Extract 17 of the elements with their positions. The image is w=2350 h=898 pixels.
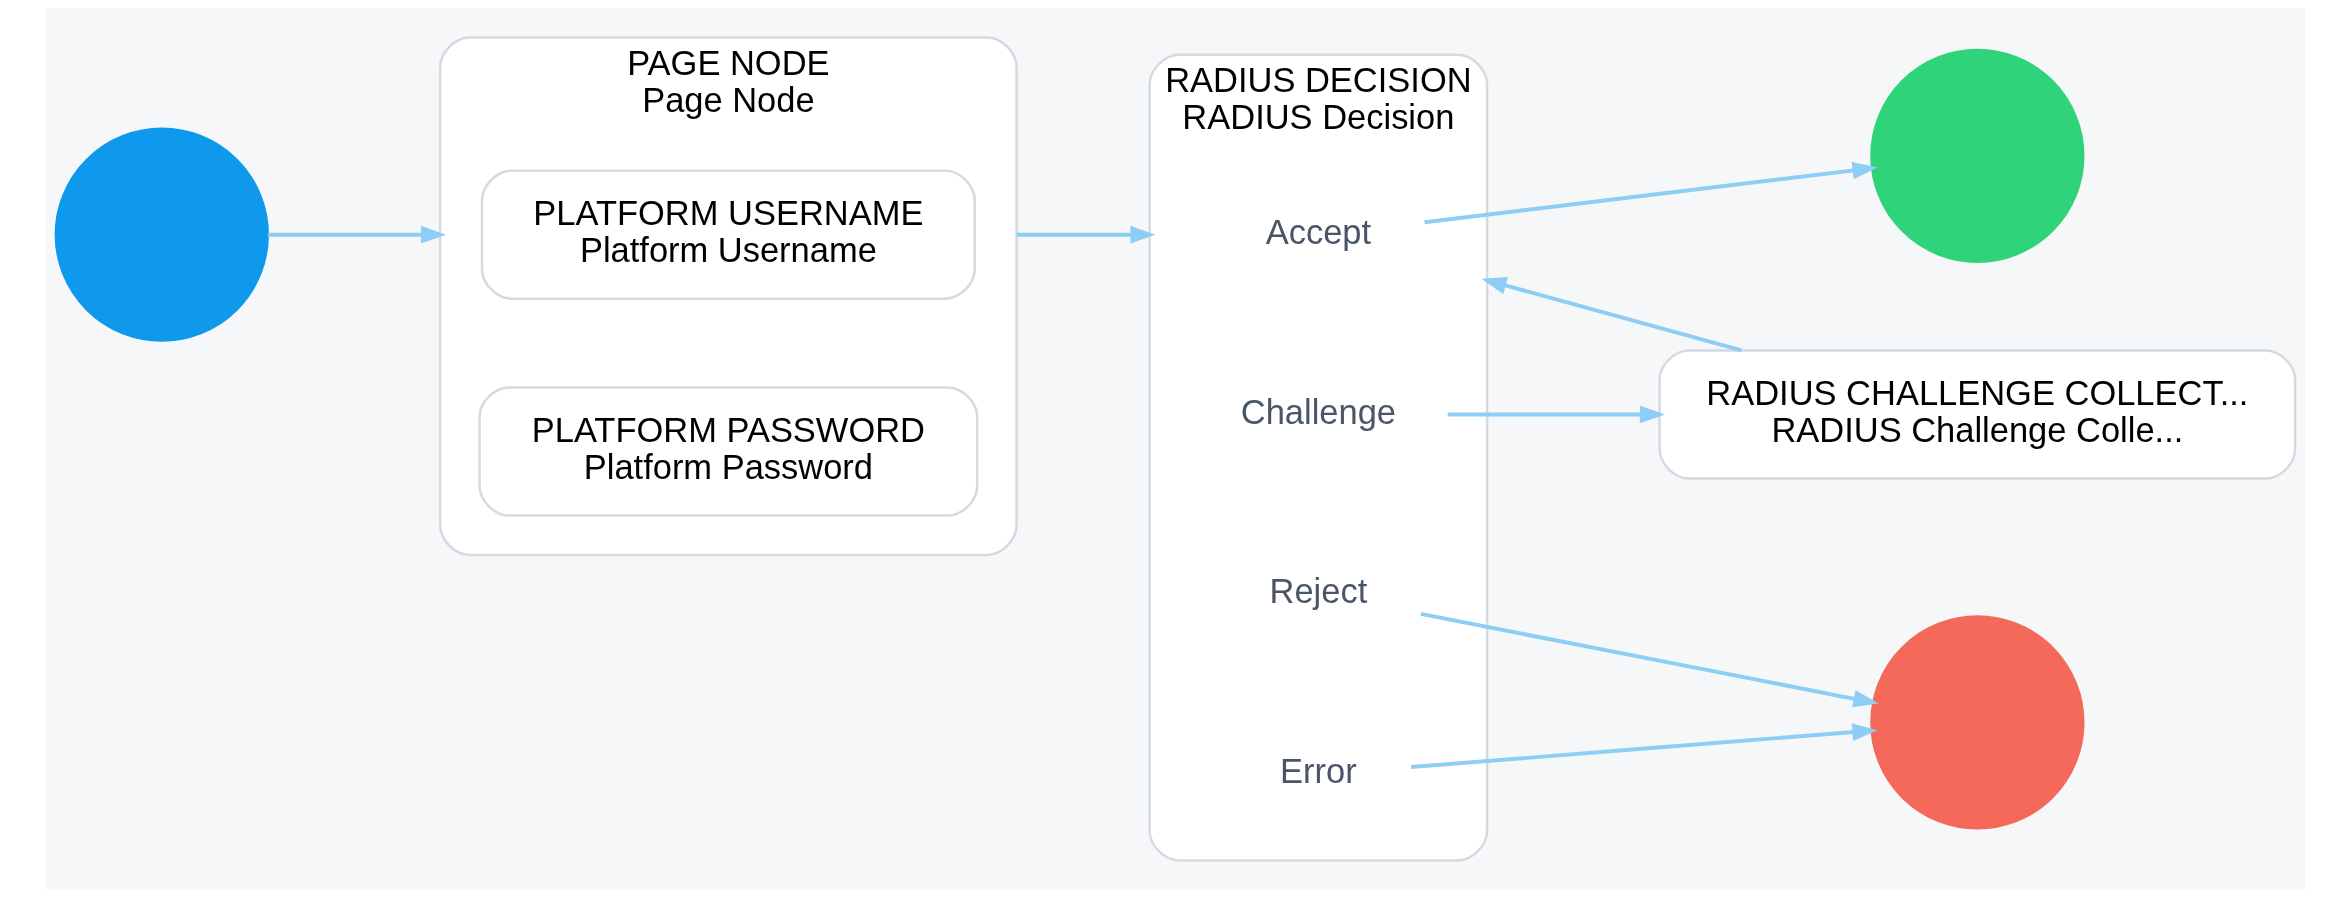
- node-text: Challenge: [1240, 392, 1396, 431]
- node-text: Accept: [1265, 212, 1371, 251]
- arrow: [1016, 225, 1156, 244]
- node-circle: [1869, 48, 2084, 263]
- node-box: RADIUS CHALLENGE COLLECT... RADIUS Challenge Colle...: [1657, 349, 2296, 480]
- arrow: [1423, 161, 1878, 225]
- node-text: Error: [1279, 752, 1357, 791]
- node-circle: [54, 127, 269, 342]
- node-box: PLATFORM PASSWORD Platform Password: [477, 386, 978, 517]
- arrow: [267, 225, 446, 244]
- arrow: [1420, 612, 1879, 708]
- arrow: [1410, 723, 1877, 769]
- node-box: PLATFORM USERNAME Platform Username: [480, 169, 976, 300]
- arrow: [1447, 405, 1665, 424]
- arrow: [1480, 277, 1742, 353]
- node-text: Reject: [1269, 572, 1367, 611]
- node-circle: [1869, 615, 2084, 830]
